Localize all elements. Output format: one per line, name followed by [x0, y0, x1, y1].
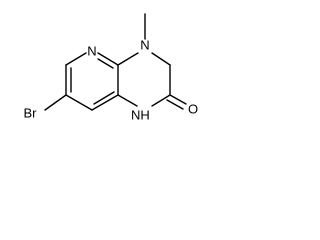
bond-c-o-2: [166, 99, 184, 110]
bond-n1-c3: [65, 52, 87, 66]
bond-c4-c5: [65, 94, 93, 111]
atom-label-ring-n: N: [87, 43, 96, 58]
bond-c-o-1: [169, 94, 187, 105]
atom-label-carbonyl-o: O: [188, 101, 198, 116]
bond-c5-c6: [91, 94, 119, 111]
bond-n4-ch2: [151, 52, 171, 66]
atom-label-n-methyl: N: [140, 37, 149, 52]
structure-diagram: N N NH O Br: [0, 0, 230, 142]
atom-label-nh: NH: [131, 107, 150, 122]
bond-c-br: [44, 94, 67, 111]
bond-nh-c6: [117, 94, 138, 107]
bond-c5-c6-inner: [93, 91, 115, 105]
molecule-drawing: N N NH O Br: [24, 13, 198, 122]
bond-co-nh: [151, 94, 171, 107]
bond-c7-n1: [97, 52, 119, 66]
bond-c7-n4: [117, 52, 139, 66]
bond-c7-n1-inner: [97, 58, 114, 69]
atom-label-bromine: Br: [24, 105, 38, 120]
